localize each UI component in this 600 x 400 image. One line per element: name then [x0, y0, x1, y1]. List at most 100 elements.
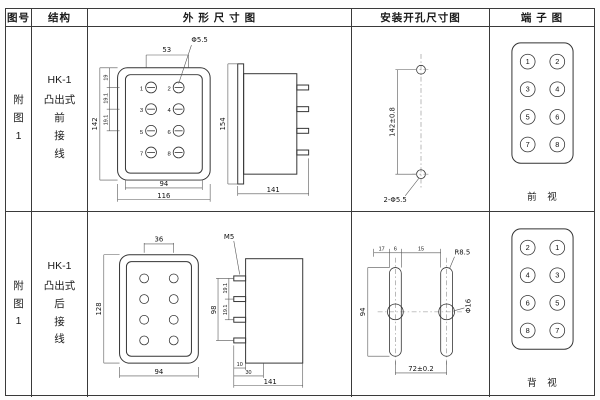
svg-text:3: 3 — [139, 108, 143, 114]
spec-table: 图号 结构 外 形 尺 寸 图 安装开孔尺寸图 端 子 图 附 图 1 HK-1… — [5, 8, 595, 397]
dim-height: 128 — [94, 302, 102, 315]
dim-step1: 19.1 — [222, 283, 228, 294]
cutout-dimension-lines — [366, 248, 464, 375]
front-view-dimension-lines — [99, 44, 210, 202]
rear-side-dimension-lines — [215, 240, 303, 388]
dim-bottom-outer: 116 — [157, 191, 170, 199]
dim-c: 15 — [417, 246, 423, 252]
svg-text:1: 1 — [555, 243, 559, 252]
svg-text:6: 6 — [167, 129, 171, 135]
svg-text:6: 6 — [526, 298, 530, 307]
row1-figure-label: 附 图 1 — [13, 94, 24, 142]
terminal-view-caption-front: 前 视 — [527, 192, 561, 203]
row2-outline-cell: 36 128 94 — [88, 212, 352, 397]
svg-text:4: 4 — [555, 85, 559, 94]
header-col-terminal: 端 子 图 — [490, 9, 594, 27]
svg-text:5: 5 — [526, 112, 530, 121]
rear-view-case — [118, 254, 199, 364]
rear-view-studs — [138, 273, 179, 346]
dim-height: 142 — [90, 117, 98, 130]
terminal-numbers: 1 2 3 4 5 6 7 8 — [526, 57, 560, 149]
terminal-block-outline — [511, 42, 574, 164]
dim-step2: 19.1 — [222, 305, 228, 316]
svg-text:1: 1 — [526, 57, 530, 66]
front-view-case — [116, 66, 211, 181]
row2-mounting-cell: 17 6 15 R8.5 94 Φ16 72±0.2 — [352, 212, 490, 397]
front-view-terminal-screws — [144, 81, 184, 158]
dim-stud-span: 98 — [210, 306, 218, 315]
row1-model-label: HK-1 — [47, 74, 72, 87]
row2-model-label: HK-1 — [47, 259, 72, 272]
row1-figure-cell: 附 图 1 — [6, 27, 32, 212]
terminal-numbers: 2 1 4 3 6 5 8 7 — [526, 243, 560, 335]
dim-step3: 19.1 — [103, 114, 109, 125]
header-col-outline: 外 形 尺 寸 图 — [88, 9, 352, 27]
svg-text:4: 4 — [167, 108, 171, 114]
svg-text:7: 7 — [526, 140, 530, 149]
svg-text:6: 6 — [555, 112, 559, 121]
dim-bottom-width: 94 — [154, 368, 163, 376]
svg-text:2: 2 — [555, 57, 559, 66]
row2-figure-label: 附 图 1 — [13, 279, 24, 328]
dim-step2: 19.1 — [103, 93, 109, 104]
dim-hole-size: 2-Φ5.5 — [383, 195, 406, 203]
dim-top-width: 36 — [154, 235, 163, 243]
dim-b: 6 — [393, 246, 396, 252]
svg-text:8: 8 — [555, 140, 559, 149]
terminal-diagram-rear: 2 1 4 3 6 5 8 7 — [511, 227, 574, 350]
terminal-view-caption-rear: 背 视 — [527, 377, 561, 389]
dim-slot-spacing: 72±0.2 — [408, 365, 433, 373]
dim-screw-label: Φ5.5 — [191, 36, 207, 44]
header-col-mounting: 安装开孔尺寸图 — [352, 9, 490, 27]
dim-top-width: 53 — [162, 46, 171, 54]
dim-side-depth: 141 — [266, 185, 279, 193]
dim-hole-spacing: 142±0.8 — [388, 107, 396, 137]
terminal-circles — [519, 53, 566, 153]
dim-depth: 141 — [263, 378, 276, 386]
svg-text:7: 7 — [555, 325, 559, 334]
outline-drawing-front-wiring: 1 2 3 4 5 6 7 8 53 Φ5 — [90, 36, 309, 202]
svg-text:3: 3 — [526, 85, 530, 94]
svg-text:7: 7 — [139, 151, 142, 157]
side-view-case — [236, 62, 309, 184]
header-col-figure: 图号 — [6, 9, 32, 27]
front-view-terminal-numbers: 1 2 3 4 5 6 7 8 — [139, 86, 171, 157]
dim-step1: 19 — [103, 74, 109, 80]
row1-outline-cell: 1 2 3 4 5 6 7 8 53 Φ5 — [88, 27, 352, 212]
row1-structure-label: 凸出式 前 接 线 — [43, 94, 76, 160]
row2-terminal-cell: 2 1 4 3 6 5 8 7 背 视 — [490, 212, 594, 397]
cutout-slots — [386, 267, 455, 357]
outline-drawing-rear-wiring: 36 128 94 — [94, 233, 303, 388]
row2-figure-cell: 附 图 1 — [6, 212, 32, 397]
svg-text:8: 8 — [167, 151, 171, 157]
rear-view-dimension-lines — [102, 242, 199, 378]
rear-side-view-case — [232, 258, 303, 364]
svg-text:3: 3 — [555, 270, 559, 279]
row1-terminal-cell: 1 2 3 4 5 6 7 8 前 视 — [490, 27, 594, 212]
dim-base: 30 — [245, 370, 251, 376]
dim-bottom-inner: 94 — [159, 179, 168, 187]
svg-text:5: 5 — [555, 298, 559, 307]
row2-structure-label: 凸出式 后 接 线 — [43, 279, 76, 346]
dim-stud-thread: M5 — [223, 233, 233, 241]
cutout-centerlines — [377, 257, 464, 367]
svg-text:2: 2 — [526, 243, 530, 252]
dim-radius: R8.5 — [454, 249, 470, 257]
mounting-dimension-lines — [394, 68, 419, 196]
mounting-drawing-rear-wiring: 17 6 15 R8.5 94 Φ16 72±0.2 — [358, 246, 472, 375]
svg-text:1: 1 — [139, 86, 142, 92]
svg-text:8: 8 — [526, 325, 530, 334]
dim-slot-height: 94 — [358, 308, 366, 317]
dim-phi: Φ16 — [464, 299, 472, 313]
dim-stud-length: 10 — [236, 362, 242, 368]
terminal-circles — [519, 239, 566, 338]
side-view-dimension-lines — [227, 63, 309, 196]
dim-a: 17 — [378, 246, 384, 252]
dim-side-height: 154 — [218, 117, 226, 130]
svg-text:2: 2 — [167, 86, 170, 92]
svg-text:5: 5 — [139, 129, 143, 135]
svg-text:4: 4 — [526, 270, 530, 279]
header-col-structure: 结构 — [32, 9, 88, 27]
terminal-diagram-front: 1 2 3 4 5 6 7 8 — [511, 42, 574, 164]
